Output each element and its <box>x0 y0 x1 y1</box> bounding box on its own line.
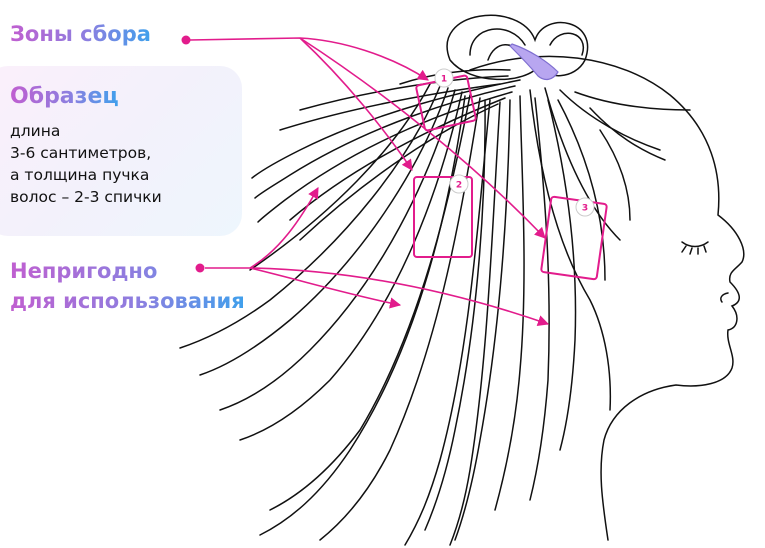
zones-label-dot <box>182 36 191 45</box>
unfit-arrows <box>205 188 548 324</box>
zone-1-badge-text: 1 <box>441 75 447 85</box>
zone-2-badge-text: 2 <box>456 181 462 191</box>
unfit-label-dot <box>196 264 205 273</box>
head-outline <box>470 56 744 540</box>
zone-3-badge-text: 3 <box>582 204 588 214</box>
hair-strands <box>180 70 690 545</box>
hair-clip <box>510 44 558 79</box>
zones-arrows <box>190 38 545 238</box>
